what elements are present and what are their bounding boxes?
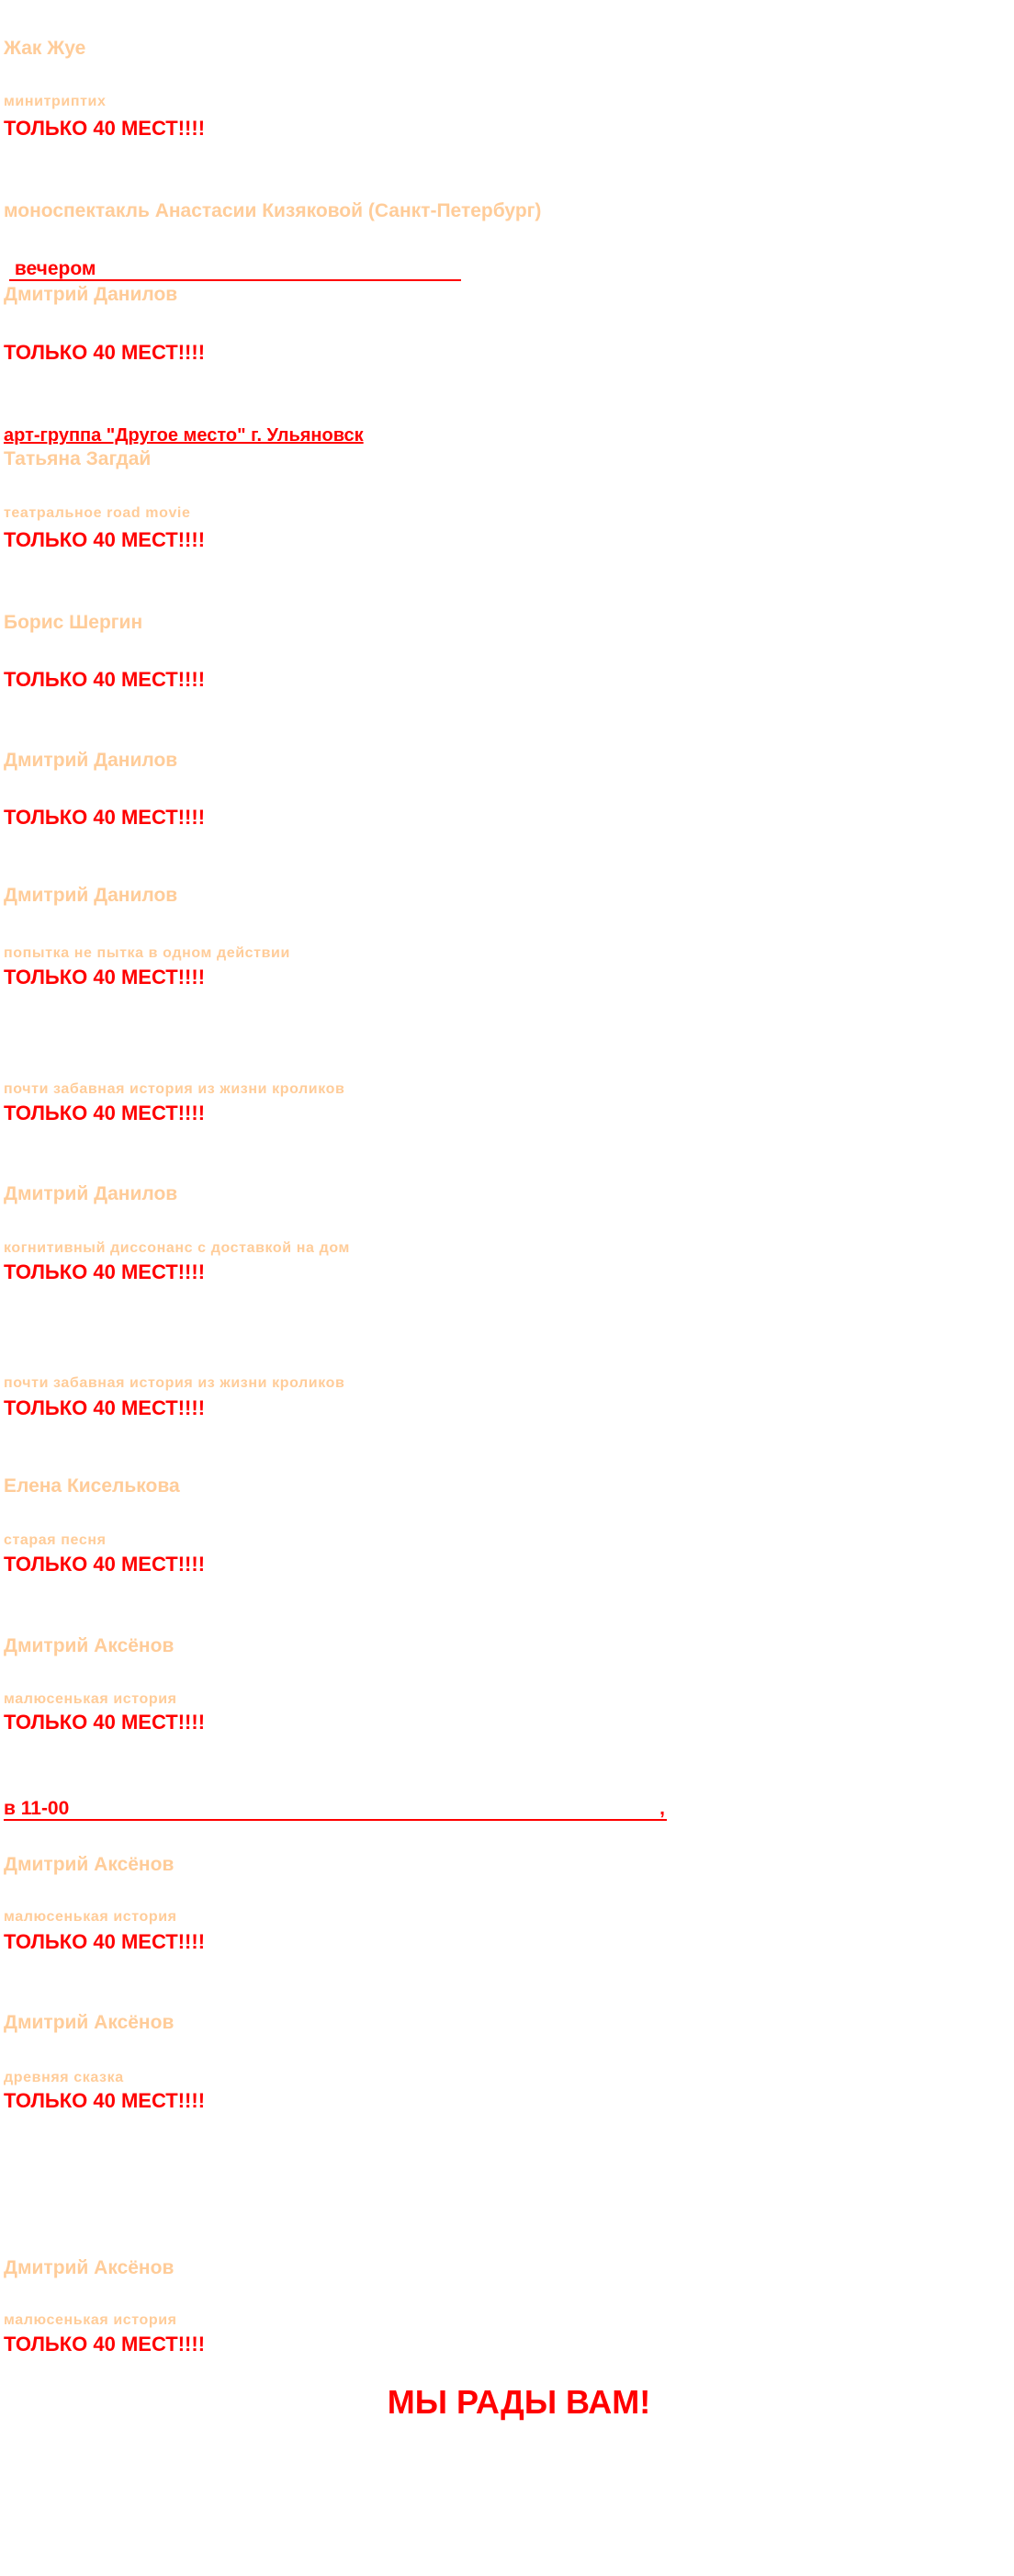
author-name: Дмитрий Аксёнов (4, 1635, 175, 1656)
author-name: Борис Шергин (4, 612, 143, 633)
show-subtitle: малюсенькая история (4, 1909, 177, 1925)
show-subtitle: древняя сказка (4, 2070, 124, 2085)
show-subtitle: старая песня (4, 1532, 107, 1548)
author-name: Дмитрий Данилов (4, 885, 178, 906)
seats-notice: ТОЛЬКО 40 МЕСТ!!!! (4, 1553, 206, 1576)
show-time-link[interactable]: вечером (9, 259, 461, 281)
author-name: Дмитрий Аксёнов (4, 2012, 175, 2033)
author-name: Дмитрий Аксёнов (4, 2257, 175, 2278)
seats-notice: ТОЛЬКО 40 МЕСТ!!!! (4, 966, 206, 989)
art-group-link[interactable]: арт-группа "Другое место" г. Ульяновск (4, 425, 364, 446)
author-name: Дмитрий Данилов (4, 750, 178, 771)
author-name: Дмитрий Данилов (4, 1183, 178, 1204)
seats-notice: ТОЛЬКО 40 МЕСТ!!!! (4, 1102, 206, 1124)
seats-notice: ТОЛЬКО 40 МЕСТ!!!! (4, 117, 206, 140)
seats-notice: ТОЛЬКО 40 МЕСТ!!!! (4, 806, 206, 829)
seats-notice: ТОЛЬКО 40 МЕСТ!!!! (4, 341, 206, 364)
welcome-message: МЫ РАДЫ ВАМ! (387, 2383, 651, 2421)
author-name: Дмитрий Аксёнов (4, 1854, 175, 1875)
seats-notice: ТОЛЬКО 40 МЕСТ!!!! (4, 668, 206, 691)
show-subtitle: минитриптих (4, 94, 107, 109)
seats-notice: ТОЛЬКО 40 МЕСТ!!!! (4, 1260, 206, 1283)
seats-notice: ТОЛЬКО 40 МЕСТ!!!! (4, 1711, 206, 1734)
author-name: Татьяна Загдай (4, 448, 152, 469)
show-subtitle: почти забавная история из жизни кроликов (4, 1375, 345, 1391)
author-name: Жак Жуе (4, 38, 86, 59)
seats-notice: ТОЛЬКО 40 МЕСТ!!!! (4, 2089, 206, 2112)
show-time-link[interactable]: в 11-00 , (4, 1799, 667, 1821)
seats-notice: ТОЛЬКО 40 МЕСТ!!!! (4, 1396, 206, 1419)
show-subtitle: малюсенькая история (4, 1691, 177, 1707)
seats-notice: ТОЛЬКО 40 МЕСТ!!!! (4, 2333, 206, 2356)
show-subtitle: театральное road movie (4, 505, 191, 521)
show-subtitle: когнитивный диссонанс с доставкой на дом (4, 1240, 350, 1256)
author-name: Дмитрий Данилов (4, 284, 178, 305)
show-description: моноспектакль Анастасии Кизяковой (Санкт… (4, 200, 542, 221)
show-subtitle: попытка не пытка в одном действии (4, 945, 290, 961)
show-subtitle: малюсенькая история (4, 2312, 177, 2328)
seats-notice: ТОЛЬКО 40 МЕСТ!!!! (4, 1930, 206, 1953)
comma: , (659, 1798, 665, 1819)
seats-notice: ТОЛЬКО 40 МЕСТ!!!! (4, 528, 206, 551)
show-time-label: в 11-00 (4, 1798, 70, 1819)
author-name: Елена Киселькова (4, 1475, 180, 1497)
show-subtitle: почти забавная история из жизни кроликов (4, 1081, 345, 1097)
